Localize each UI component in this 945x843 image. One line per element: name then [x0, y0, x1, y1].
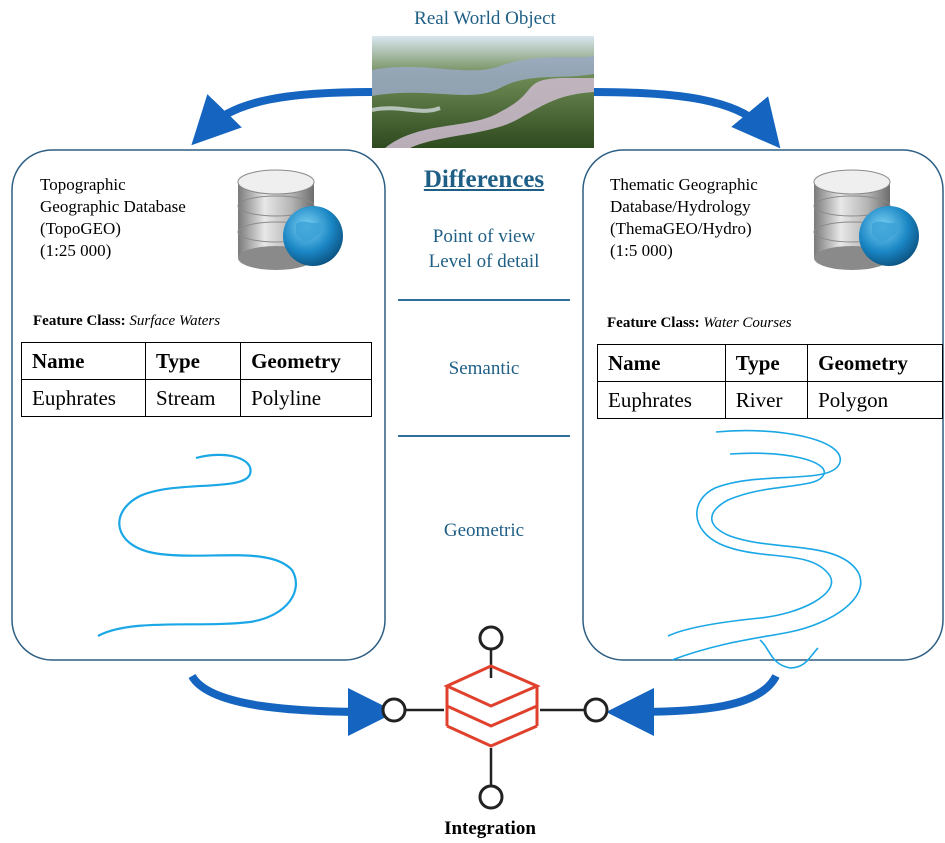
polyline-river-shape	[97, 453, 297, 637]
real-world-object-title: Real World Object	[414, 8, 556, 29]
right-db-title: Thematic Geographic Database/Hydrology (…	[610, 174, 810, 262]
table-header-geometry: Geometry	[807, 344, 943, 382]
table-cell-geometry: Polyline	[240, 379, 372, 417]
left-db-title-line: Geographic Database	[40, 197, 186, 216]
table-header-name: Name	[20, 342, 147, 380]
arrow-to-right-db	[593, 88, 781, 149]
semantic-label: Semantic	[448, 358, 520, 379]
right-attribute-table: Name Type Geometry Euphrates River Polyg…	[597, 344, 943, 419]
arrow-to-left-db	[191, 88, 373, 146]
feature-class-value: Water Courses	[703, 315, 792, 331]
stacked-layers-hub-icon	[381, 625, 609, 810]
left-db-title: Topographic Geographic Database (TopoGEO…	[40, 174, 230, 262]
viewpoint-label: Point of view	[432, 226, 536, 247]
table-header-name: Name	[597, 344, 726, 382]
database-globe-icon	[237, 169, 343, 270]
level-of-detail-label: Level of detail	[428, 251, 540, 272]
left-attribute-table: Name Type Geometry Euphrates Stream Poly…	[20, 342, 372, 417]
table-cell-type: River	[724, 381, 809, 419]
feature-class-label: Feature Class:	[607, 315, 700, 331]
arrow-left-to-integration	[188, 673, 396, 736]
table-cell-name: Euphrates	[597, 381, 726, 419]
left-db-title-line: (TopoGEO)	[40, 219, 121, 238]
polygon-river-shape	[667, 429, 862, 669]
right-db-title-line: (1:5 000)	[610, 241, 673, 260]
table-cell-type: Stream	[145, 379, 242, 417]
table-row: Euphrates River Polygon	[597, 381, 943, 419]
feature-class-value: Surface Waters	[129, 313, 221, 329]
left-db-title-line: Topographic	[40, 175, 126, 194]
left-feature-class: Feature Class: Surface Waters	[33, 313, 220, 330]
left-db-title-line: (1:25 000)	[40, 241, 112, 260]
table-header-geometry: Geometry	[240, 342, 372, 380]
right-db-title-line: Thematic Geographic	[610, 175, 758, 194]
table-header-row: Name Type Geometry	[20, 342, 372, 380]
table-cell-geometry: Polygon	[807, 381, 943, 419]
table-header-type: Type	[724, 344, 809, 382]
river-photo-icon	[371, 36, 594, 148]
right-feature-class: Feature Class: Water Courses	[607, 315, 792, 332]
database-globe-icon-right	[813, 169, 919, 270]
table-cell-name: Euphrates	[20, 379, 147, 417]
differences-heading: Differences	[423, 166, 545, 193]
table-header-row: Name Type Geometry	[597, 344, 943, 382]
right-db-title-line: (ThemaGEO/Hydro)	[610, 219, 752, 238]
right-db-title-line: Database/Hydrology	[610, 197, 751, 216]
integration-label: Integration	[444, 818, 536, 839]
arrow-right-to-integration	[606, 673, 780, 736]
table-header-type: Type	[145, 342, 242, 380]
feature-class-label: Feature Class:	[33, 313, 126, 329]
table-row: Euphrates Stream Polyline	[20, 379, 372, 417]
geometric-label: Geometric	[443, 520, 525, 541]
